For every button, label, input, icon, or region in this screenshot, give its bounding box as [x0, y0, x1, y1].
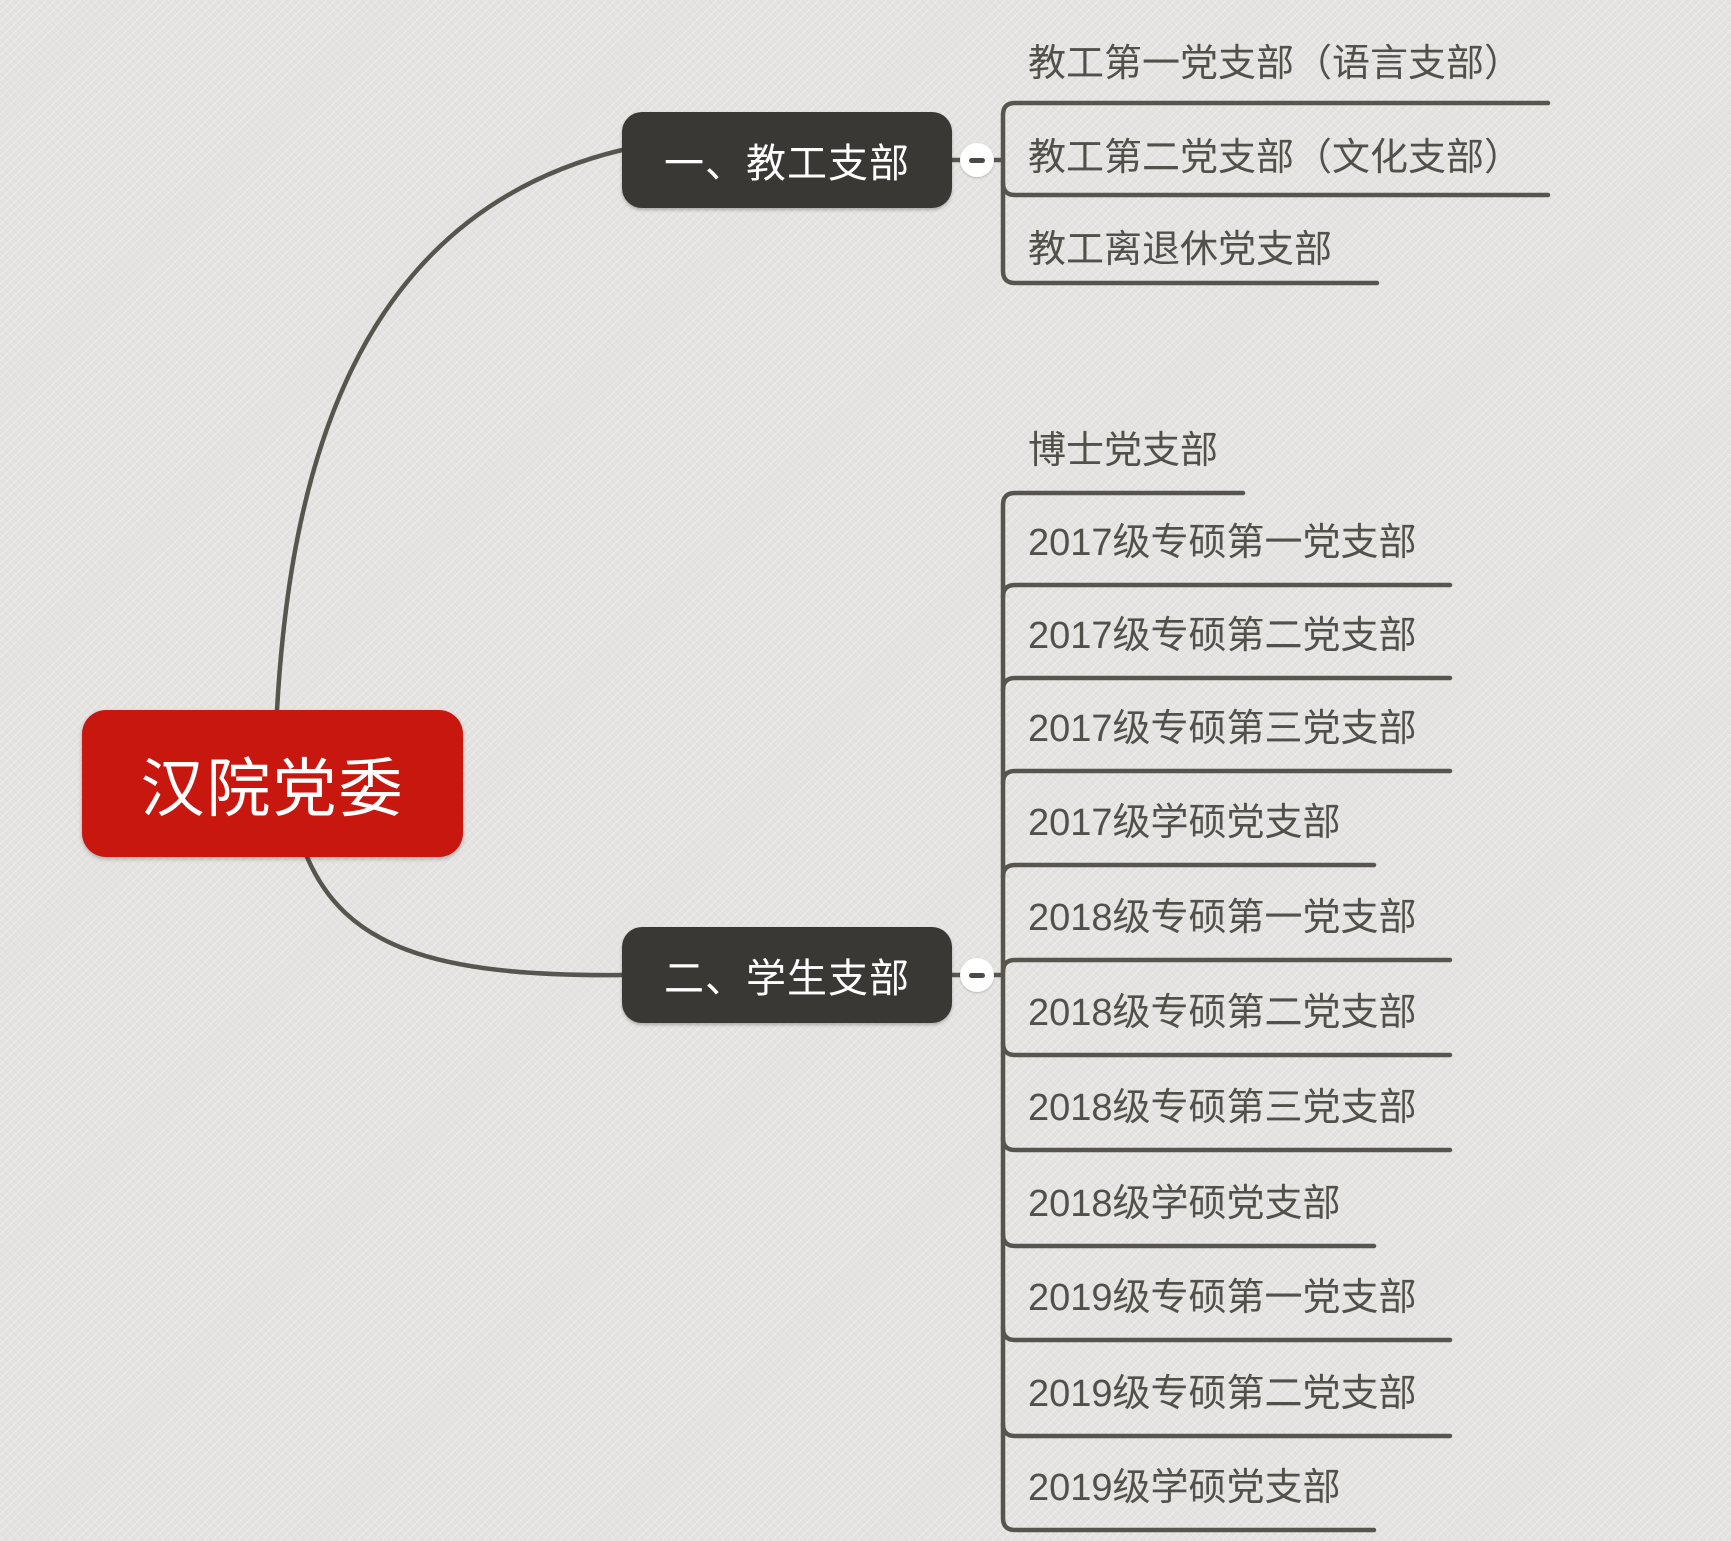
- collapse-button-branch2[interactable]: −: [960, 958, 994, 992]
- root-topic[interactable]: 汉院党委: [82, 710, 463, 857]
- branch2-leaf8-underline: [1000, 1135, 1453, 1153]
- leaf-topic[interactable]: 2019级学硕党支部: [1028, 1467, 1341, 1509]
- branch2-leaf6-underline: [1000, 957, 1453, 975]
- branch2-spine: [1000, 490, 1377, 1533]
- leaf-topic[interactable]: 2017级专硕第二党支部: [1028, 615, 1417, 657]
- connector-root-to-branch2: [304, 854, 625, 978]
- branch2-leaf3-underline: [1000, 675, 1453, 693]
- minus-icon: −: [969, 157, 985, 163]
- leaf-topic[interactable]: 2018级专硕第三党支部: [1028, 1087, 1417, 1129]
- connector-root-to-branch1: [274, 147, 625, 713]
- branch2-leaf10-underline: [1000, 1325, 1453, 1343]
- branch2-leaf5-underline: [1000, 862, 1377, 880]
- leaf-topic[interactable]: 博士党支部: [1028, 430, 1219, 472]
- leaf-topic[interactable]: 教工第二党支部（文化支部）: [1028, 137, 1523, 179]
- leaf-topic[interactable]: 教工离退休党支部: [1028, 229, 1333, 271]
- branch-topic-students[interactable]: 二、学生支部: [622, 927, 952, 1023]
- branch-topic-teachers[interactable]: 一、教工支部: [622, 112, 952, 208]
- collapse-button-branch1[interactable]: −: [960, 143, 994, 177]
- leaf-topic[interactable]: 2019级专硕第一党支部: [1028, 1277, 1417, 1319]
- branch1-leaf2-underline: [1000, 180, 1551, 198]
- leaf-topic[interactable]: 2019级专硕第二党支部: [1028, 1373, 1417, 1415]
- leaf-topic[interactable]: 2017级专硕第一党支部: [1028, 522, 1417, 564]
- leaf-topic[interactable]: 教工第一党支部（语言支部）: [1028, 43, 1523, 85]
- leaf-topic[interactable]: 2017级专硕第三党支部: [1028, 708, 1417, 750]
- leaf-topic[interactable]: 2018级专硕第一党支部: [1028, 897, 1417, 939]
- branch2-leaf7-underline: [1000, 1040, 1453, 1058]
- branch2-leaf2-underline: [1000, 582, 1453, 600]
- branch1-spine: [1000, 100, 1551, 286]
- branch2-leaf11-underline: [1000, 1421, 1453, 1439]
- minus-icon: −: [969, 972, 985, 978]
- branch2-leaf9-underline: [1000, 1231, 1377, 1249]
- leaf-topic[interactable]: 2018级专硕第二党支部: [1028, 992, 1417, 1034]
- leaf-topic[interactable]: 2018级学硕党支部: [1028, 1183, 1341, 1225]
- leaf-topic[interactable]: 2017级学硕党支部: [1028, 802, 1341, 844]
- branch2-leaf4-underline: [1000, 768, 1453, 786]
